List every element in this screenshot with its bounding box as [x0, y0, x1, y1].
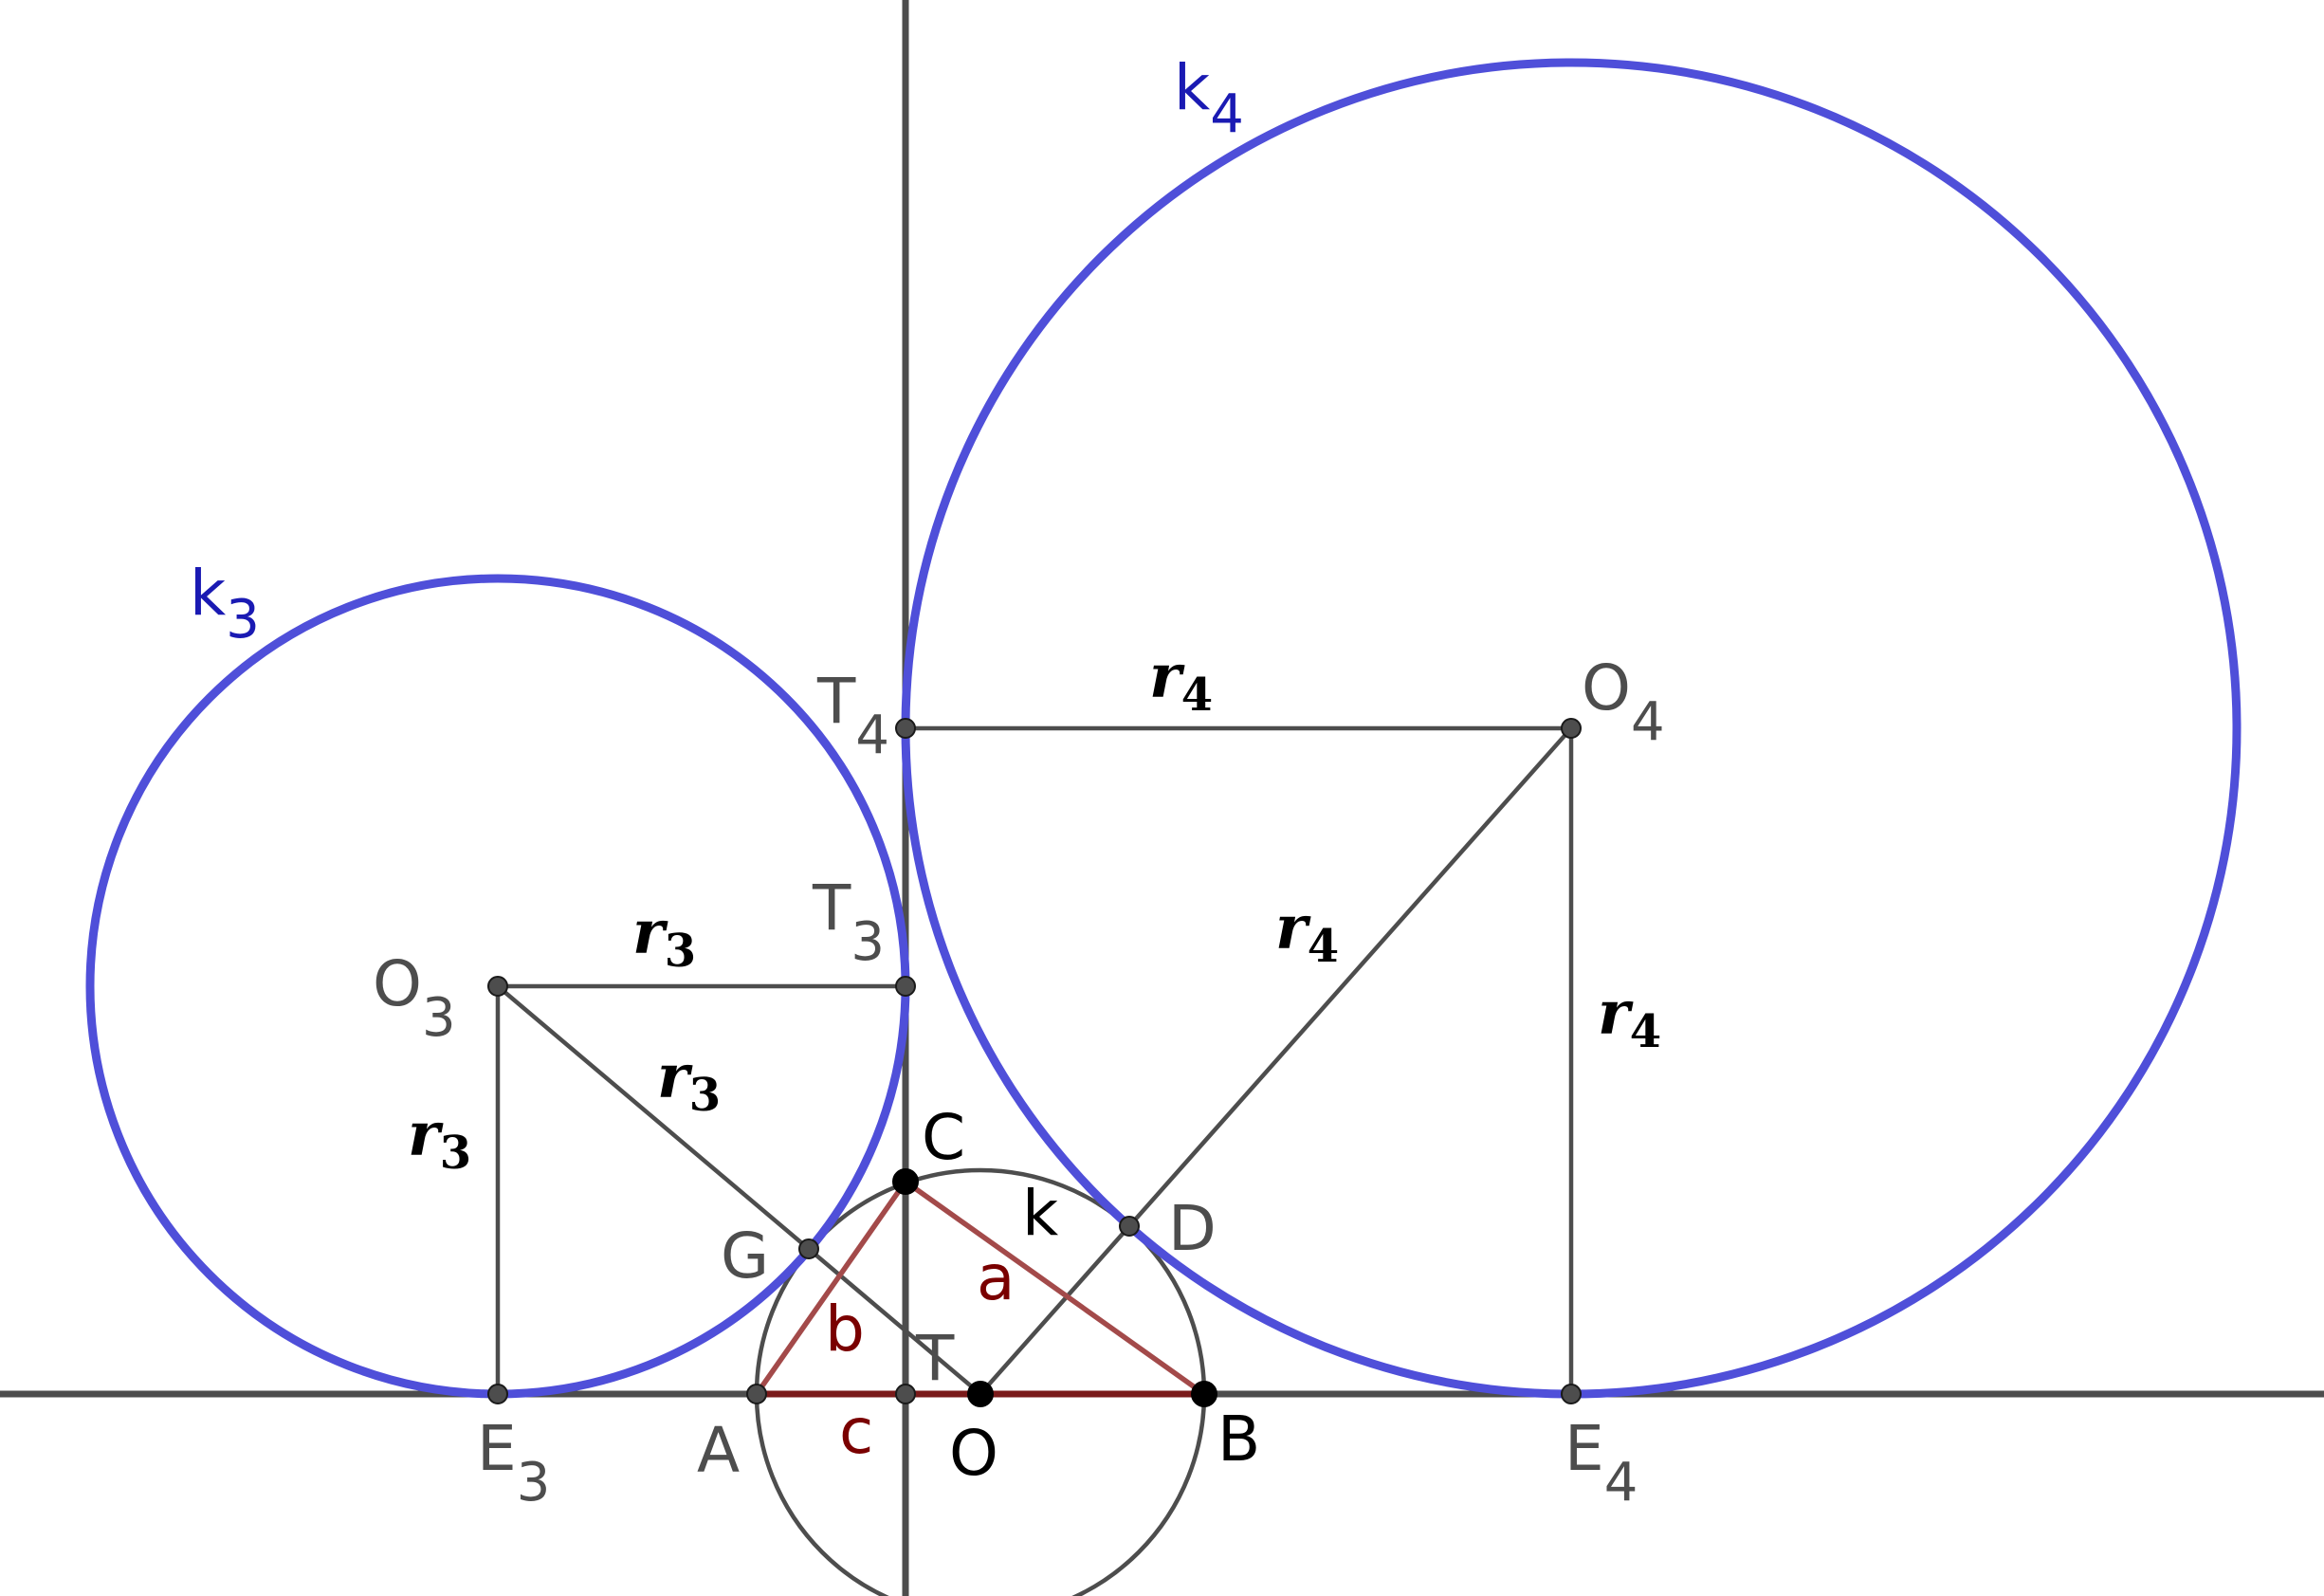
label-t4: T4	[816, 665, 889, 766]
point-g	[798, 1238, 819, 1259]
label-e4: E4	[1565, 1412, 1638, 1513]
side-a	[904, 1179, 1206, 1397]
point-c	[892, 1168, 919, 1195]
point-t4	[895, 718, 916, 739]
label-r3-top: r3	[632, 897, 696, 978]
label-o3: O3	[373, 947, 456, 1049]
label-c: C	[922, 1101, 965, 1174]
label-r3-diag: r3	[657, 1041, 721, 1122]
point-e4	[1561, 1384, 1582, 1404]
point-o	[967, 1381, 994, 1407]
label-k4: k4	[1174, 51, 1244, 145]
label-side-a: a	[977, 1241, 1015, 1314]
label-r3-left: r3	[408, 1099, 471, 1180]
label-r4-right: r4	[1598, 978, 1661, 1058]
point-b	[1191, 1381, 1217, 1407]
point-a	[746, 1384, 767, 1404]
label-t: T	[915, 1322, 955, 1395]
label-k: k	[1022, 1177, 1059, 1250]
point-t	[895, 1384, 916, 1404]
label-a: A	[697, 1414, 740, 1487]
label-r4-top: r4	[1149, 641, 1213, 722]
segment-o4-o	[979, 726, 1573, 1396]
label-o4: O4	[1582, 651, 1665, 753]
label-t3: T3	[812, 871, 885, 973]
label-g: G	[721, 1220, 769, 1293]
side-b	[754, 1180, 908, 1396]
point-o3	[487, 976, 508, 997]
label-r4-diag: r4	[1275, 892, 1339, 973]
label-e3: E3	[477, 1412, 550, 1513]
label-o: O	[949, 1417, 998, 1490]
label-b: B	[1217, 1403, 1260, 1476]
segment-o3-o	[496, 984, 982, 1396]
point-t3	[895, 976, 916, 997]
point-o4	[1561, 718, 1582, 739]
label-k3: k3	[190, 557, 260, 651]
label-side-c: c	[839, 1395, 873, 1468]
label-side-b: b	[825, 1293, 865, 1366]
point-d	[1119, 1216, 1140, 1237]
label-d: D	[1168, 1192, 1217, 1265]
point-e3	[487, 1384, 508, 1404]
